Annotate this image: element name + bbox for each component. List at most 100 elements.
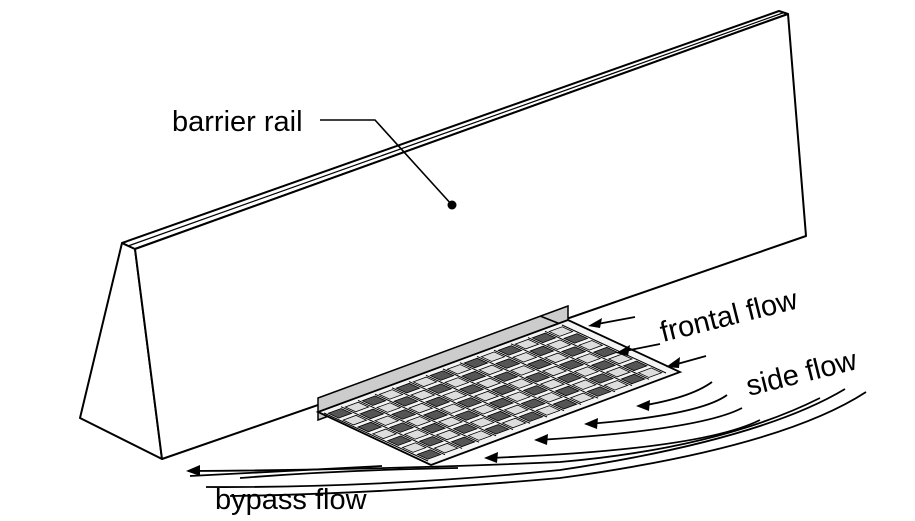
grate-cell [573,366,600,377]
grate-cell [522,385,549,396]
arrowhead-side-1 [636,400,650,411]
side-flow-line-4 [487,419,761,459]
barrier-rail [79,10,807,460]
grate-cell [529,345,555,357]
grate-cell [361,395,387,406]
grate-bar [493,349,599,399]
grate-cell [418,436,444,447]
bypass-flow-line-2 [205,388,846,488]
grate-cell [571,379,597,390]
grate-cell [507,378,534,389]
grate-cell [586,386,612,397]
side-flow-line-3 [537,407,743,441]
grate-cell [412,376,438,388]
grate-cell [590,360,617,371]
arrowhead-frontal-1 [588,318,602,328]
grate-cell [437,416,464,428]
grate-cell [378,389,404,400]
grate-cell [427,383,453,394]
grate-cell [546,339,572,350]
bypass-flow-line-3 [229,391,867,497]
grate-cell [435,429,461,441]
grate-bar [527,337,633,387]
grate-cell [458,384,485,395]
grate-bar [510,343,616,393]
bypass-flow-line-4 [239,467,459,479]
grate-bar [425,374,531,424]
grate-bar [391,387,497,437]
grate-cell [588,373,614,384]
grate-cell [556,372,583,384]
grate-cell [554,385,580,397]
grate-cell [526,358,553,370]
grate-cell [520,398,546,409]
grate-cell [497,345,523,356]
grate-cell [605,366,631,378]
grate-cell [433,442,459,454]
grate-cell [371,428,398,440]
grate-cell [622,360,648,372]
grate-bar [544,330,650,380]
grate-bar [561,324,667,374]
grate-cell [469,417,495,428]
grate-cell [344,401,370,413]
grate-cell [537,392,563,403]
grate-cell [373,415,400,426]
barrier-leader-line [320,119,453,206]
barrier-front-face [134,13,807,460]
grate-cell [410,389,436,401]
grate-inlet [315,304,683,466]
grate-cell [416,449,442,460]
grate-cell [607,353,634,365]
flow-lines [187,316,867,497]
grate-bar [408,381,514,431]
grate-bar [340,406,446,456]
grate-cell [444,377,470,388]
grate-cell [501,417,527,429]
grate-cell [461,370,487,382]
arrowhead-side-2 [584,418,598,429]
grate-cell [563,333,589,344]
grate-cell [541,365,568,377]
grate-cell [503,404,529,416]
grate-cell [393,396,419,407]
grate-cell [524,372,551,383]
grate-cell [456,397,483,408]
grate-cell [637,367,663,378]
grate-cell [467,430,493,441]
grate-cell [405,416,432,427]
grate-cell [531,332,557,344]
grate-bar [459,362,565,412]
grate-cell [407,402,434,414]
grate-cell [356,421,383,433]
grate-cell [475,377,502,389]
grate-cell [484,424,510,435]
grate-cell [471,404,498,415]
barrier-leader-dot [447,200,457,210]
grate-cell [514,338,540,350]
grate-cell [452,423,478,434]
flow-arrowheads [186,318,680,476]
grate-cell [505,391,532,402]
arrowhead-frontal-2 [616,345,630,356]
side-flow-label: side flow [743,344,861,403]
grate-cell [558,359,585,370]
grate-cell [490,384,517,396]
grate-bar [476,355,582,405]
bypass-flow-label: bypass flow [215,484,368,516]
grate-cell [424,396,451,408]
grate-cell [401,442,427,453]
grate-cell [403,429,430,440]
grate-cell [488,397,515,409]
grate-cell [441,390,468,401]
grate-cell [592,346,619,358]
grate-cell [450,436,476,448]
grate-cell [486,410,512,422]
grate-cell [420,422,447,434]
grate-cell [535,405,561,416]
arrowhead-side-3 [534,434,548,445]
side-flow-line-1 [639,381,713,407]
grate-bar [442,368,548,418]
